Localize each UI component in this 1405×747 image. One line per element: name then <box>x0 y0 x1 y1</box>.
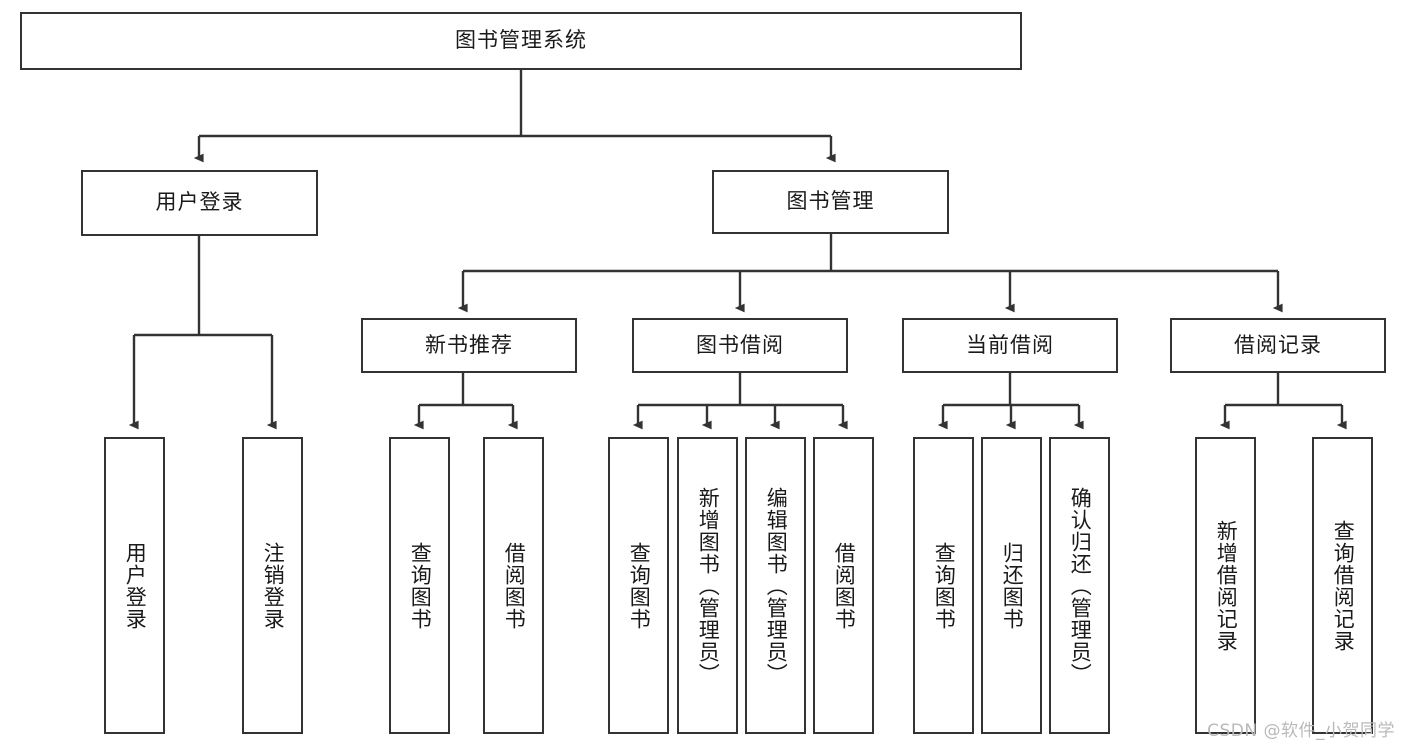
node-book-management[interactable]: 图书管理 <box>712 170 949 234</box>
watermark: CSDN @软件_小贺同学 <box>1207 721 1395 741</box>
node-label: 当前借阅 <box>966 332 1054 357</box>
node-label: 归还图书 <box>1000 541 1025 630</box>
leaf-current-borrow-return[interactable]: 归还图书 <box>981 437 1042 734</box>
node-label: 借阅图书 <box>502 541 527 630</box>
node-label: 借阅图书 <box>832 541 857 630</box>
node-label: 新增图书（管理员） <box>696 486 721 685</box>
node-label: 新增借阅记录 <box>1214 519 1239 652</box>
leaf-borrow-record-query[interactable]: 查询借阅记录 <box>1312 437 1373 734</box>
leaf-book-borrow-borrow[interactable]: 借阅图书 <box>813 437 874 734</box>
leaf-user-login-logout[interactable]: 注销登录 <box>242 437 303 734</box>
node-label: 编辑图书（管理员） <box>764 486 789 685</box>
node-label: 用户登录 <box>155 190 244 215</box>
node-label: 图书管理 <box>786 189 875 214</box>
leaf-current-borrow-query[interactable]: 查询图书 <box>913 437 974 734</box>
leaf-book-borrow-edit[interactable]: 编辑图书（管理员） <box>745 437 806 734</box>
node-label: 查询图书 <box>627 541 652 630</box>
node-new-book-recommend[interactable]: 新书推荐 <box>361 318 577 373</box>
leaf-book-borrow-query[interactable]: 查询图书 <box>608 437 669 734</box>
node-borrow-record[interactable]: 借阅记录 <box>1170 318 1386 373</box>
node-label: 确认归还（管理员） <box>1068 486 1093 685</box>
leaf-current-borrow-confirm-return[interactable]: 确认归还（管理员） <box>1049 437 1110 734</box>
node-book-borrow[interactable]: 图书借阅 <box>632 318 848 373</box>
leaf-new-book-borrow[interactable]: 借阅图书 <box>483 437 544 734</box>
node-label: 新书推荐 <box>425 332 513 357</box>
node-current-borrow[interactable]: 当前借阅 <box>902 318 1118 373</box>
node-label: 注销登录 <box>261 541 286 630</box>
node-label: 用户登录 <box>123 541 148 630</box>
node-label: 借阅记录 <box>1234 332 1322 357</box>
leaf-book-borrow-add[interactable]: 新增图书（管理员） <box>677 437 738 734</box>
node-label: 查询借阅记录 <box>1331 519 1356 652</box>
node-label: 查询图书 <box>408 541 433 630</box>
node-label: 图书管理系统 <box>455 28 587 53</box>
node-label: 图书借阅 <box>696 332 784 357</box>
node-root-book-management-system[interactable]: 图书管理系统 <box>20 12 1022 70</box>
leaf-new-book-query[interactable]: 查询图书 <box>389 437 450 734</box>
node-label: 查询图书 <box>932 541 957 630</box>
leaf-borrow-record-add[interactable]: 新增借阅记录 <box>1195 437 1256 734</box>
node-user-login[interactable]: 用户登录 <box>81 170 318 236</box>
leaf-user-login-login[interactable]: 用户登录 <box>104 437 165 734</box>
